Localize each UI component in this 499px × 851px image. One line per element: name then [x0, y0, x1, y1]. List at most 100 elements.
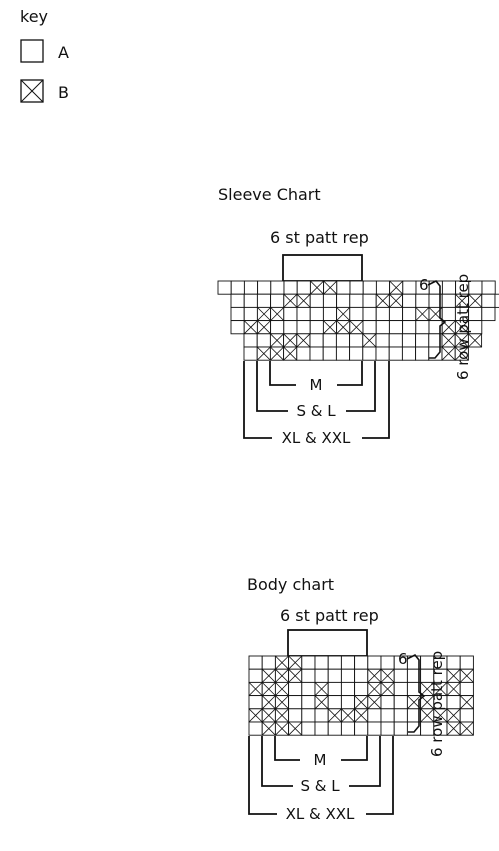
chart-cell-a [309, 320, 324, 335]
cross-mark [415, 307, 430, 321]
chart-cell-a [362, 293, 377, 308]
sleeve-size-sl-bracket-left [256, 361, 288, 412]
chart-cell-a [415, 333, 430, 348]
key-b-swatch [20, 79, 44, 103]
cross-mark [367, 695, 382, 710]
chart-cell-a [375, 333, 390, 348]
key-a-swatch [20, 39, 44, 63]
cross-mark [380, 682, 395, 696]
cross-mark [270, 346, 284, 361]
cross-mark [270, 333, 284, 348]
chart-cell-a [362, 280, 377, 295]
chart-cell-a [322, 346, 337, 361]
cross-mark [283, 346, 298, 361]
sleeve-size-m-label: M [310, 376, 323, 394]
chart-cell-a [340, 681, 356, 697]
chart-cell-a [367, 721, 382, 736]
sleeve-row-rep-brace [427, 279, 447, 359]
chart-cell-a [322, 333, 337, 348]
chart-cell-a [270, 280, 285, 295]
cross-mark [261, 721, 276, 736]
body-row-rep-label: 6 row patt rep [428, 651, 446, 757]
chart-cell-a [380, 721, 395, 736]
chart-cell-a [314, 668, 329, 683]
cross-mark [341, 708, 355, 723]
chart-cell-a [402, 320, 417, 335]
cross-mark [441, 346, 456, 361]
sleeve-rep-bracket [282, 254, 363, 282]
chart-cell-a [314, 708, 329, 723]
chart-cell-a [362, 306, 377, 322]
cross-mark [420, 682, 435, 696]
body-size-sl-bracket-right [349, 736, 381, 787]
cross-mark [261, 668, 276, 683]
sleeve-grid [217, 280, 499, 361]
body-size-xl-label: XL & XXL [286, 805, 355, 823]
key-legend: key A B [20, 7, 69, 103]
cross-mark [454, 333, 469, 348]
cross-mark [446, 721, 461, 736]
body-row-rep-brace [406, 653, 426, 733]
chart-cell-a [327, 668, 342, 683]
chart-cell-a [388, 320, 404, 335]
chart-cell-a [393, 695, 408, 710]
chart-cell-a [283, 320, 298, 335]
cross-mark [275, 682, 289, 696]
body-grid [248, 655, 474, 736]
chart-cell-a [481, 293, 496, 308]
cross-mark [314, 695, 329, 710]
chart-cell-a [248, 721, 263, 736]
sleeve-size-sl-label: S & L [296, 402, 336, 420]
cross-mark [283, 293, 298, 308]
chart-cell-a [230, 293, 245, 308]
chart-cell-a [446, 695, 461, 710]
chart-cell-a [336, 293, 351, 308]
chart-cell-a [446, 655, 461, 670]
cross-mark [459, 721, 474, 736]
chart-cell-a [375, 306, 390, 322]
chart-cell-a [248, 668, 263, 683]
chart-cell-a [481, 306, 496, 322]
chart-cell-a [283, 280, 298, 295]
chart-cell-a [301, 695, 316, 710]
chart-cell-a [494, 293, 499, 308]
cross-mark [455, 320, 469, 335]
chart-cell-a [380, 708, 395, 723]
chart-cell-a [217, 280, 232, 295]
sleeve-size-xl-bracket-right [362, 361, 390, 439]
chart-cell-a [393, 681, 408, 697]
sleeve-size-sl-bracket-right [346, 361, 376, 412]
chart-cell-a [340, 721, 356, 736]
chart-cell-a [354, 681, 369, 697]
cross-mark [336, 307, 351, 321]
cross-mark [327, 708, 342, 723]
chart-cell-a [335, 346, 351, 361]
cross-mark [446, 708, 461, 723]
cross-mark [459, 695, 474, 710]
cross-mark [362, 333, 377, 348]
cross-mark [454, 346, 469, 361]
cross-mark [375, 293, 390, 308]
chart-cell-a [327, 721, 342, 736]
chart-cell-a [248, 695, 263, 710]
cross-mark [275, 708, 289, 723]
cross-mark [243, 320, 258, 335]
body-chart: Body chart 6 st patt rep 6 6 row patt re… [247, 575, 474, 823]
chart-cell-a [375, 320, 390, 335]
chart-cell-a [393, 668, 408, 683]
cross-mark [389, 280, 404, 295]
chart-cell-a [314, 721, 329, 736]
chart-cell-a [335, 333, 351, 348]
cross-mark [441, 333, 456, 348]
chart-cell-a [388, 333, 403, 348]
chart-cell-a [314, 655, 329, 670]
cross-mark [420, 708, 435, 723]
chart-cell-a [327, 695, 342, 710]
cross-mark [459, 668, 474, 683]
cross-mark [446, 668, 461, 683]
chart-cell-a [243, 346, 258, 361]
chart-cell-a [380, 655, 395, 670]
chart-cell-a [296, 320, 311, 335]
chart-cell-a [301, 668, 316, 683]
sleeve-rep-label: 6 st patt rep [270, 228, 369, 247]
